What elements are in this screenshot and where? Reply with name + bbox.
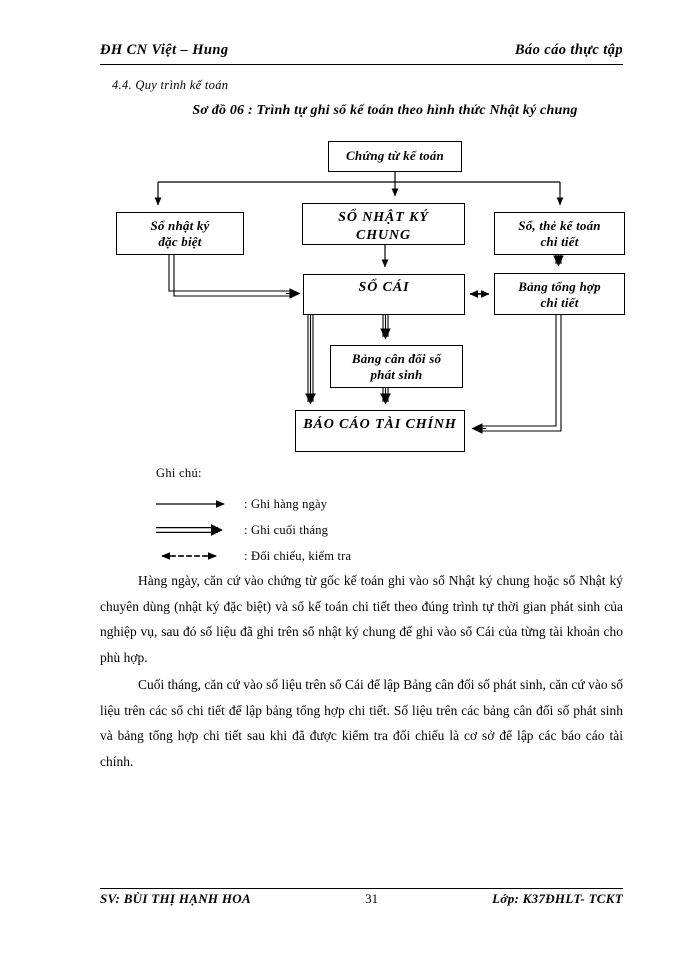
diagram-connector-lines: Bảng tổng hợp chi tiết --> <box>154 172 564 434</box>
double-arrow-icon <box>156 520 238 540</box>
section-number-heading: 4.4. Quy trình kế toán <box>112 78 229 92</box>
footer-class-name: Lớp: K37ĐHLT- TCKT <box>492 891 623 906</box>
node-so-cai[interactable]: SỔ CÁI <box>303 274 465 315</box>
node-so-nhat-ky-chung[interactable]: SỔ NHẬT KÝ CHUNG <box>302 203 465 245</box>
node-bang-tong-hop-chi-tiet[interactable]: Bảng tổng hợp chi tiết <box>494 273 625 315</box>
header-left-text: ĐH CN Việt – Hung <box>100 42 229 58</box>
diagram-title: Sơ đồ 06 : Trình tự ghi sổ kế toán theo … <box>192 103 578 118</box>
legend-item-daily: : Ghi hàng ngày <box>156 492 496 516</box>
single-arrow-icon <box>156 494 238 514</box>
accounting-flow-diagram: Bảng tổng hợp chi tiết --> Chứng từ kế t… <box>0 0 700 470</box>
legend-item-crosscheck: : Đối chiếu, kiểm tra <box>156 544 496 568</box>
dashed-double-arrow-icon <box>156 546 238 566</box>
node-so-nhat-ky-dac-biet[interactable]: Sổ nhật ký đặc biệt <box>116 212 244 255</box>
node-so-the-ke-toan-chi-tiet[interactable]: Sổ, thẻ kế toán chi tiết <box>494 212 625 255</box>
body-paragraph-1: Hàng ngày, căn cứ vào chứng từ gốc kế to… <box>100 573 623 665</box>
node-bang-can-doi-so-phat-sinh[interactable]: Bảng cân đối số phát sinh <box>330 345 463 388</box>
diagram-legend: Ghi chú: : Ghi hàng ngày <box>156 466 496 570</box>
body-paragraph-2: Cuối tháng, căn cứ vào số liệu trên sổ C… <box>100 677 623 769</box>
footer-student-name: SV: BÙI THỊ HẠNH HOA <box>100 891 251 906</box>
page-footer: SV: BÙI THỊ HẠNH HOA 31 Lớp: K37ĐHLT- TC… <box>100 888 623 907</box>
node-chung-tu-ke-toan[interactable]: Chứng từ kế toán <box>328 141 462 172</box>
legend-label-daily: : Ghi hàng ngày <box>244 496 328 511</box>
header-right-text: Báo cáo thực tập <box>514 42 623 58</box>
legend-item-monthly: : Ghi cuối tháng <box>156 518 496 542</box>
page-header: ĐH CN Việt – Hung Báo cáo thực tập <box>100 42 623 65</box>
legend-label-crosscheck: : Đối chiếu, kiểm tra <box>244 548 352 563</box>
legend-title: Ghi chú: <box>156 466 202 480</box>
footer-page-number: 31 <box>365 891 379 906</box>
legend-label-monthly: : Ghi cuối tháng <box>244 522 329 537</box>
node-bao-cao-tai-chinh[interactable]: BÁO CÁO TÀI CHÍNH <box>295 410 465 452</box>
